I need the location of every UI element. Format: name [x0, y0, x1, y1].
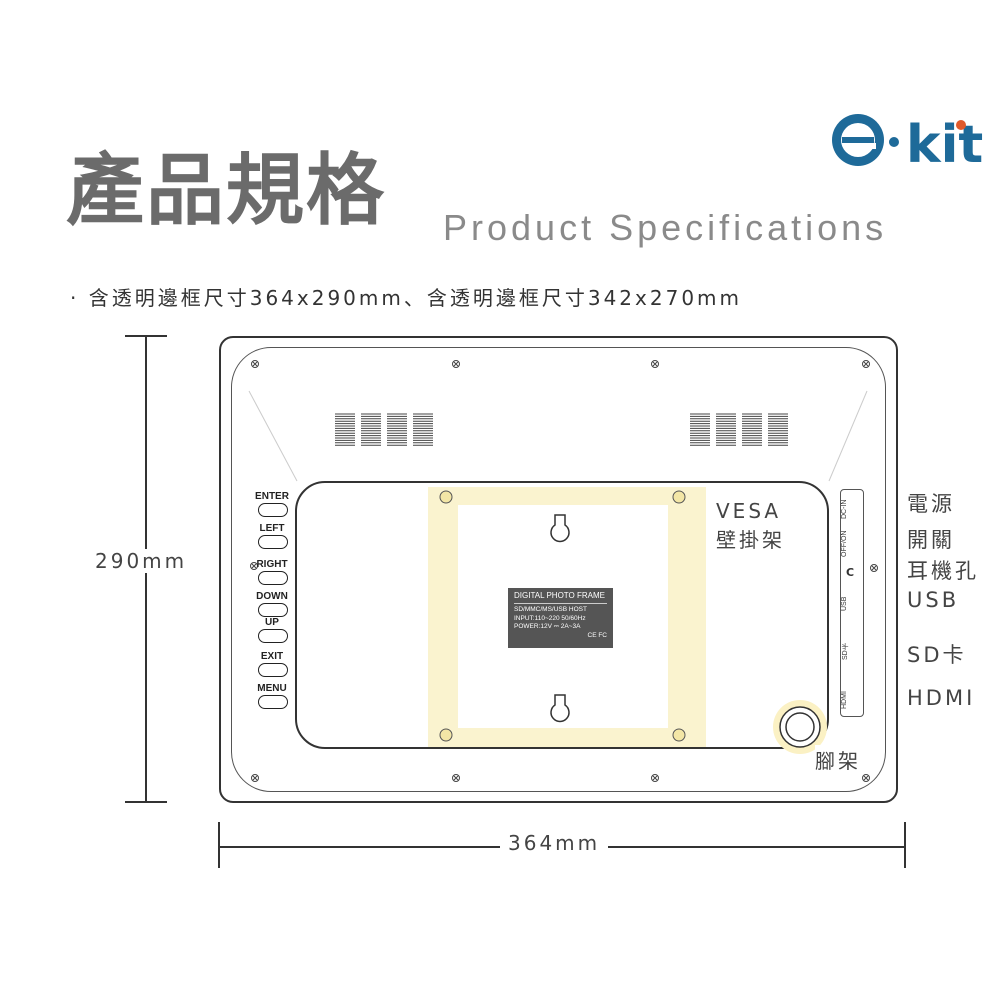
vesa-label: VESA [716, 499, 782, 523]
plate-line: SD/MMC/MS/USB HOST [514, 605, 587, 613]
port-sd: SD卡 [842, 643, 849, 661]
port-dc-in: DC-IN [841, 499, 848, 519]
button-label: RIGHT [256, 559, 288, 570]
port-usb: USB [841, 596, 848, 612]
port-hdmi: HDMI [841, 691, 848, 709]
stand-label: 腳架 [815, 745, 861, 774]
label-headphone: 耳機孔 [907, 559, 979, 583]
frame-inner [231, 347, 886, 792]
keyhole-icon [550, 514, 570, 723]
screw-icon [651, 360, 659, 368]
button-label: EXIT [260, 651, 284, 662]
screw-icon [651, 774, 659, 782]
screw-icon [452, 774, 460, 782]
button-label: UP [265, 617, 279, 628]
headphone-icon: C [846, 566, 855, 579]
button-exit[interactable] [258, 663, 288, 677]
button-right[interactable] [258, 571, 288, 585]
button-left[interactable] [258, 535, 288, 549]
height-cap-top [125, 335, 167, 337]
screw-icon [870, 564, 878, 572]
port-power-switch: OFF/ON [841, 530, 848, 558]
height-label: 290mm [95, 549, 188, 573]
screw-icon [452, 360, 460, 368]
vesa-holes [439, 490, 686, 742]
screw-icon [251, 360, 259, 368]
width-cap-right [904, 822, 906, 868]
width-label: 364mm [500, 831, 609, 855]
button-up[interactable] [258, 629, 288, 643]
screw-icon [251, 774, 259, 782]
label-hdmi: HDMI [907, 686, 976, 710]
plate-marks: CE FC [587, 632, 608, 640]
button-label: LEFT [259, 523, 285, 534]
button-label: DOWN [256, 591, 288, 602]
label-usb: USB [907, 588, 960, 612]
label-sd: SD卡 [907, 643, 967, 667]
height-cap-bottom [125, 801, 167, 803]
button-label: ENTER [255, 491, 289, 502]
screw-icon [250, 562, 258, 570]
button-enter[interactable] [258, 503, 288, 517]
label-plate: DIGITAL PHOTO FRAME SD/MMC/MS/USB HOST I… [508, 588, 613, 648]
page-title: 產品規格 [66, 146, 387, 236]
button-label: MENU [257, 683, 287, 694]
frame-outer [219, 336, 898, 803]
button-down[interactable] [258, 603, 288, 617]
label-switch: 開關 [907, 528, 955, 552]
svg-text:kit: kit [906, 115, 983, 170]
vents-and-screws [248, 360, 878, 782]
plate-line: POWER:12V ⎓ 2A~3A [514, 623, 581, 631]
ekit-logo: kit [832, 114, 983, 170]
plate-line: INPUT:110~220 50/60Hz [514, 614, 586, 622]
spec-line: · 含透明邊框尺寸364x290mm、含透明邊框尺寸342x270mm [70, 286, 743, 310]
plate-title: DIGITAL PHOTO FRAME [514, 591, 607, 604]
vesa-label-zh: 壁掛架 [716, 528, 785, 552]
width-cap-left [218, 822, 220, 868]
button-menu[interactable] [258, 695, 288, 709]
screw-icon [862, 774, 870, 782]
page-subtitle: Product Specifications [443, 207, 888, 248]
screw-icon [862, 360, 870, 368]
port-strip: DC-IN OFF/ON C USB SD卡 HDMI [840, 489, 864, 717]
label-power: 電源 [907, 492, 955, 516]
stand-foot [773, 700, 827, 754]
